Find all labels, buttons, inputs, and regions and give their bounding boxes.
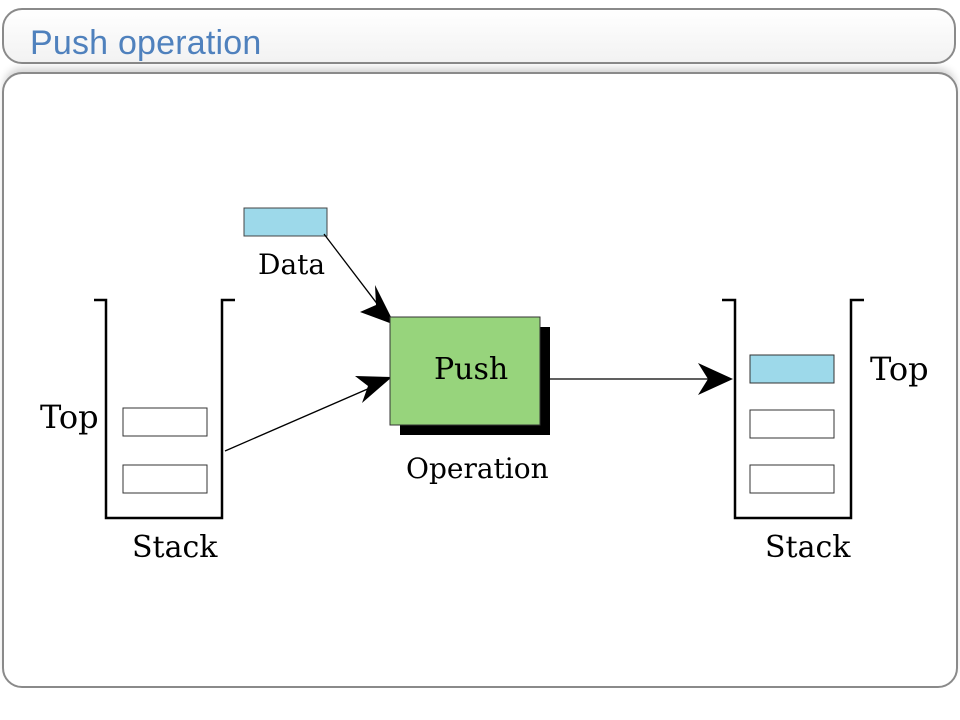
slide-title: Push operation — [30, 24, 262, 62]
right-stack-pushed-element — [749, 354, 835, 384]
push-box-label: Push — [434, 352, 508, 387]
left-stack-label: Stack — [132, 530, 218, 565]
data-label: Data — [258, 248, 325, 281]
left-stack-top-label: Top — [40, 398, 99, 436]
right-stack-label: Stack — [765, 530, 851, 565]
operation-label: Operation — [406, 452, 549, 485]
stack-to-push-arrow — [224, 380, 387, 452]
left-stack-element — [122, 407, 208, 437]
left-stack-container — [94, 298, 235, 520]
data-to-push-arrowhead — [360, 285, 395, 325]
right-stack — [722, 298, 864, 520]
left-stack-element — [122, 464, 208, 494]
right-stack-container — [722, 298, 864, 520]
right-stack-element — [749, 464, 835, 494]
push-to-stack-arrowhead — [698, 363, 733, 395]
stack-to-push-arrowhead — [355, 376, 392, 403]
right-stack-element — [749, 409, 835, 439]
left-stack — [94, 298, 235, 520]
push-box — [389, 316, 541, 426]
title-bar: Push operation — [2, 8, 956, 64]
data-element — [243, 207, 328, 237]
right-stack-top-label: Top — [870, 350, 929, 388]
